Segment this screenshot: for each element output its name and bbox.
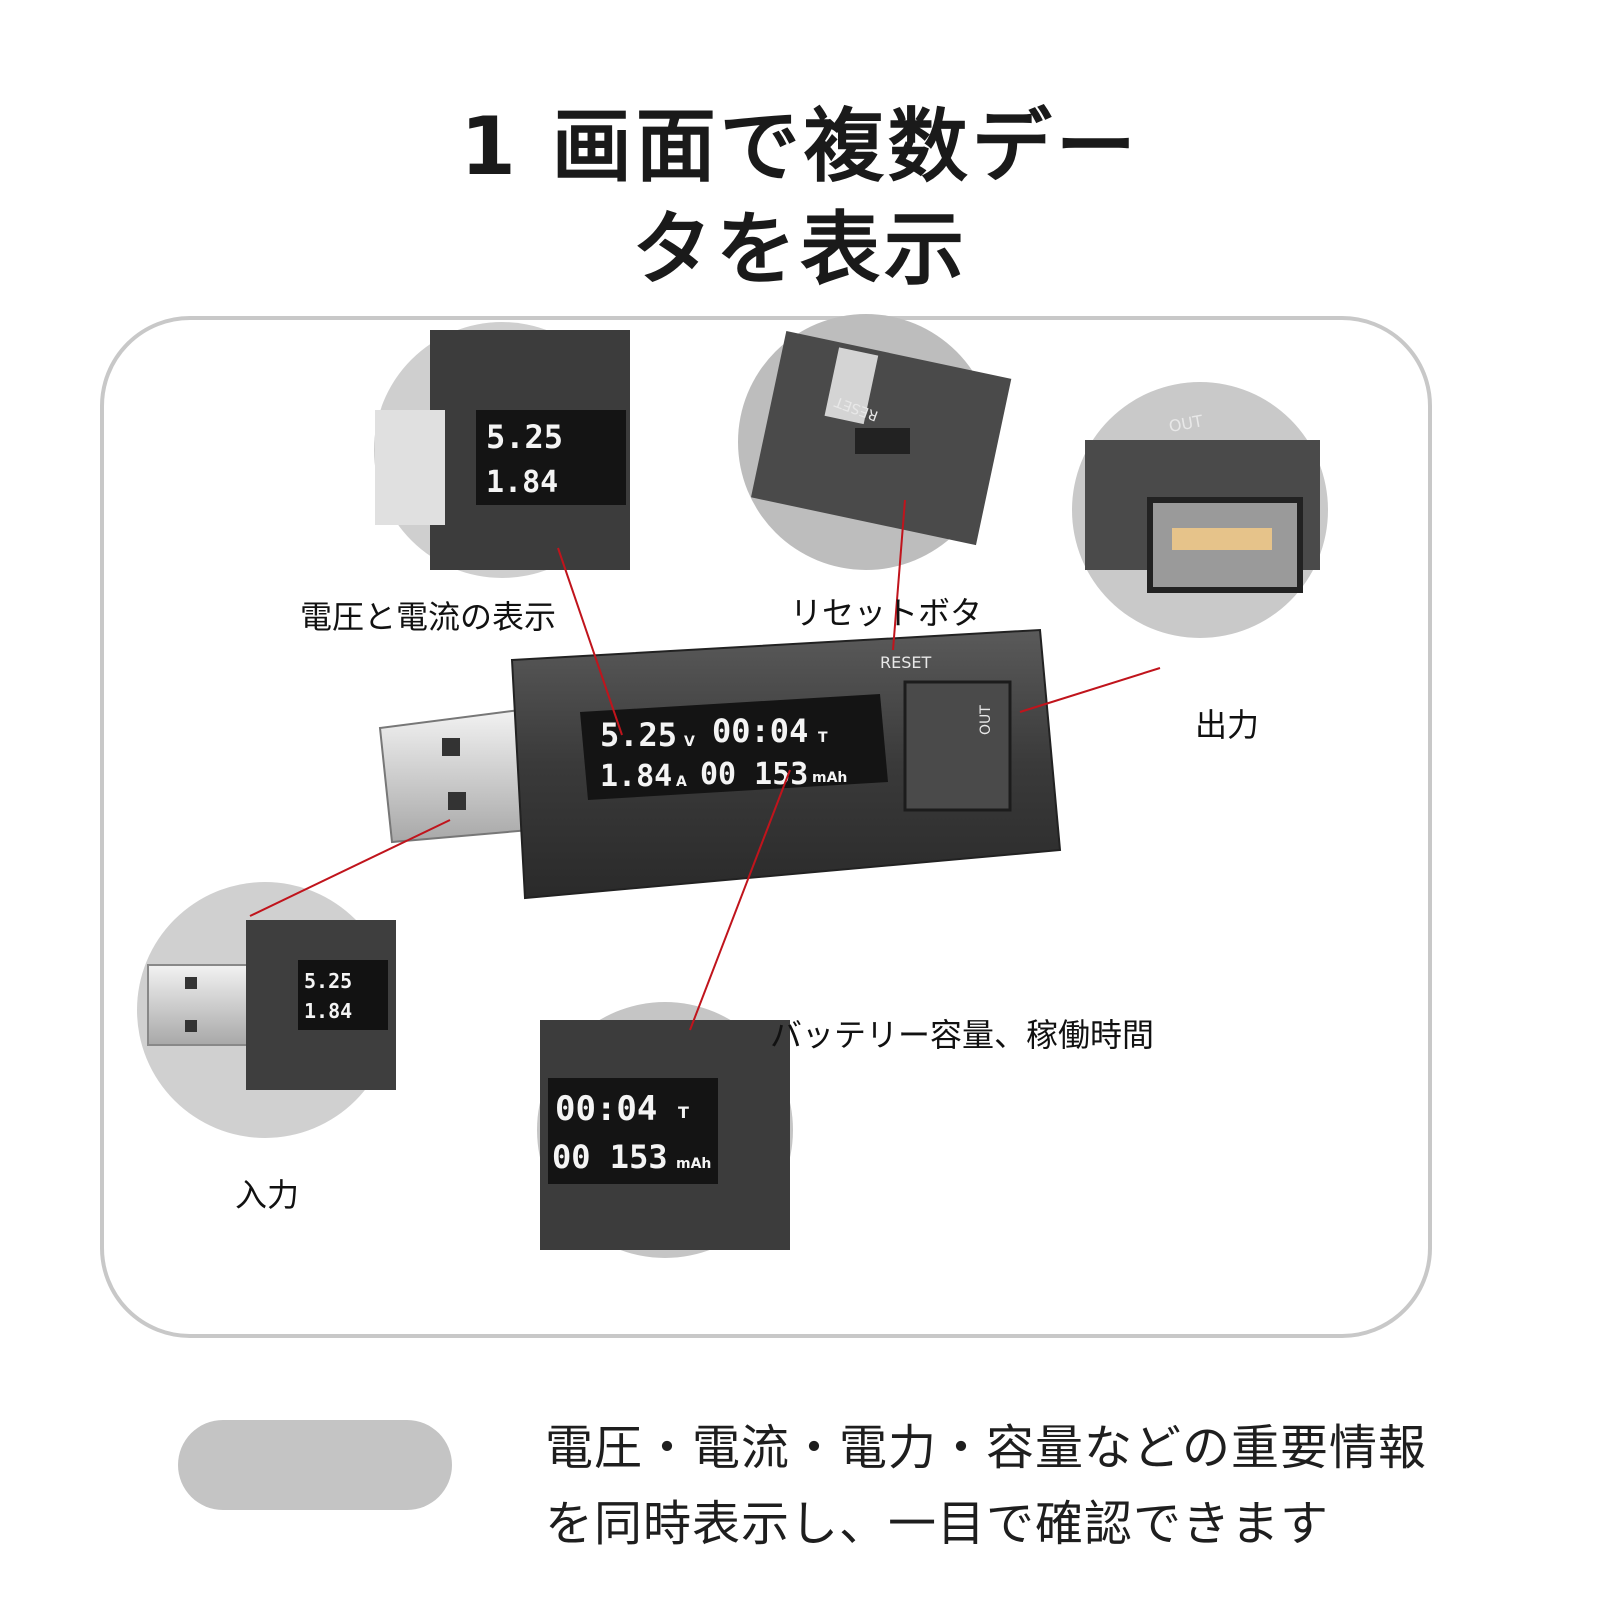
zoom-time: 00:04	[555, 1089, 657, 1129]
usb-slot-2	[448, 792, 466, 810]
zoom-current: 1.84	[486, 465, 558, 500]
leader-line-reset	[892, 499, 906, 651]
usb-plug	[378, 708, 532, 844]
callout-reset-button: リセットボタ	[790, 594, 983, 632]
lcd-voltage: 5.25	[600, 716, 677, 754]
decorative-pill	[178, 1420, 452, 1510]
lcd-current-unit: A	[676, 774, 687, 790]
title-line-1: 1 画面で複数デー	[460, 100, 1140, 193]
zoom-input-current: 1.84	[304, 999, 352, 1023]
zoom-time-unit: T	[678, 1103, 689, 1122]
zoom-circle-input: 5.25 1.84	[137, 882, 396, 1138]
lcd-current: 1.84	[600, 759, 672, 794]
leader-line-voltage	[557, 547, 623, 736]
zoom-capacity-unit: mAh	[676, 1156, 711, 1172]
lcd-screen	[580, 694, 888, 800]
title-line-2: タを表示	[632, 203, 968, 296]
lcd-voltage-unit: V	[684, 734, 695, 750]
lcd-time-unit: T	[818, 730, 828, 746]
zoom-voltage: 5.25	[486, 418, 563, 456]
leader-lines	[249, 499, 1161, 1031]
zoom-circle-voltage: 5.25 1.84	[374, 322, 630, 578]
out-label: OUT	[978, 705, 994, 735]
callout-output: 出力	[1195, 706, 1260, 744]
lcd-capacity: 00 153	[700, 757, 808, 792]
leader-line-capacity	[689, 769, 791, 1031]
lcd-time: 00:04	[712, 712, 808, 750]
usb-slot-1	[442, 738, 460, 756]
leader-line-input	[249, 819, 451, 917]
zoom-circle-output: OUT	[1072, 382, 1328, 638]
main-device: 5.25 V 00:04 T 1.84 A 00 153 mAh RESET O…	[378, 628, 1062, 900]
description-line-1: 電圧・電流・電力・容量などの重要情報	[545, 1420, 1428, 1476]
leader-line-output	[1019, 667, 1161, 713]
zoom-circle-capacity: 00:04 T 00 153 mAh	[537, 1002, 793, 1258]
reset-label: RESET	[880, 653, 931, 672]
zoom-capacity: 00 153	[552, 1138, 668, 1176]
callout-input: 入力	[235, 1176, 300, 1214]
lcd-capacity-unit: mAh	[812, 770, 847, 786]
callout-voltage-current: 電圧と電流の表示	[300, 598, 557, 636]
callout-capacity-time: バッテリー容量、稼働時間	[770, 1016, 1155, 1054]
zoom-circle-reset: RESET	[738, 314, 1012, 570]
usb-output-port	[903, 680, 1012, 812]
description-line-2: を同時表示し、一目で確認できます	[545, 1496, 1330, 1552]
zoom-input-voltage: 5.25	[304, 969, 352, 993]
